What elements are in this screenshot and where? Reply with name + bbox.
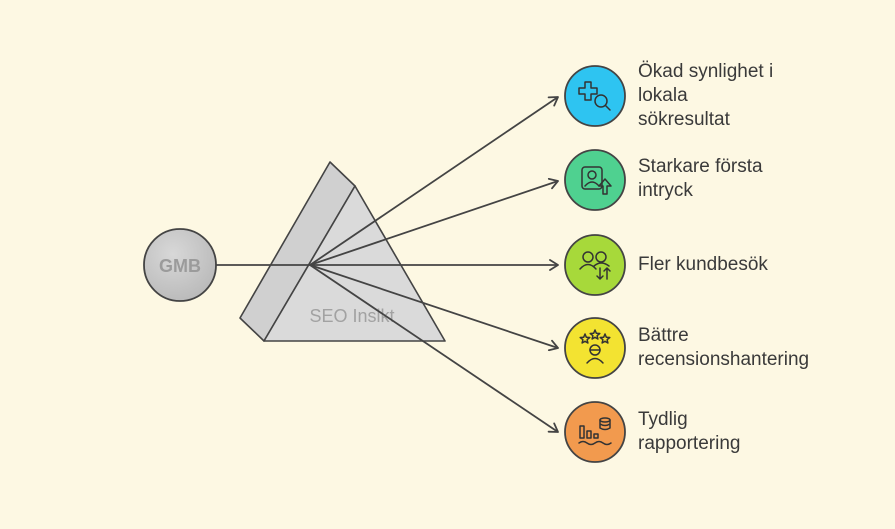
benefit-label-line: Tydlig [638,409,688,430]
benefit-label-line: recensionshantering [638,349,810,370]
users-exchange-icon [579,251,611,280]
arrow-ray-5 [309,264,559,433]
benefit-label-line: Ökad synlighet i [638,61,774,82]
benefit-circle-1 [564,65,626,127]
benefit-label-3: Fler kundbesök [638,253,838,277]
benefit-circle-2 [564,149,626,211]
prism: SEO Insikt [239,161,446,342]
benefit-node-4 [564,317,626,379]
benefit-label-line: sökresultat [638,109,730,130]
benefit-nodes [564,65,626,463]
source-label: GMB [159,256,201,276]
benefit-node-5 [564,401,626,463]
benefit-label-5: Tydlig rapportering [638,408,838,456]
star-rating-icon [579,329,611,364]
benefit-circle-5 [564,401,626,463]
benefit-circle-4 [564,317,626,379]
benefit-label-line: rapportering [638,433,741,454]
source-node: GMB [143,228,217,302]
benefit-label-line: Starkare första [638,156,763,177]
prism-label: SEO Insikt [309,306,394,326]
output-rays [309,96,559,433]
benefit-label-line: lokala [638,85,688,106]
benefit-label-line: Fler kundbesök [638,254,768,275]
profile-upload-icon [581,166,612,195]
benefit-node-2 [564,149,626,211]
benefit-label-1: Ökad synlighet i lokala sökresultat [638,60,838,132]
report-chart-icon [578,417,612,446]
benefit-label-2: Starkare första intryck [638,155,838,203]
benefit-label-4: Bättre recensionshantering [638,324,838,372]
health-search-icon [578,81,611,111]
arrow-ray-2 [309,177,559,266]
arrow-ray-4 [309,264,559,352]
benefit-node-3 [564,234,626,296]
prism-front-face [263,185,446,342]
arrow-ray-1 [309,96,559,266]
benefit-node-1 [564,65,626,127]
benefit-label-line: Bättre [638,325,689,346]
benefit-label-line: intryck [638,180,693,201]
